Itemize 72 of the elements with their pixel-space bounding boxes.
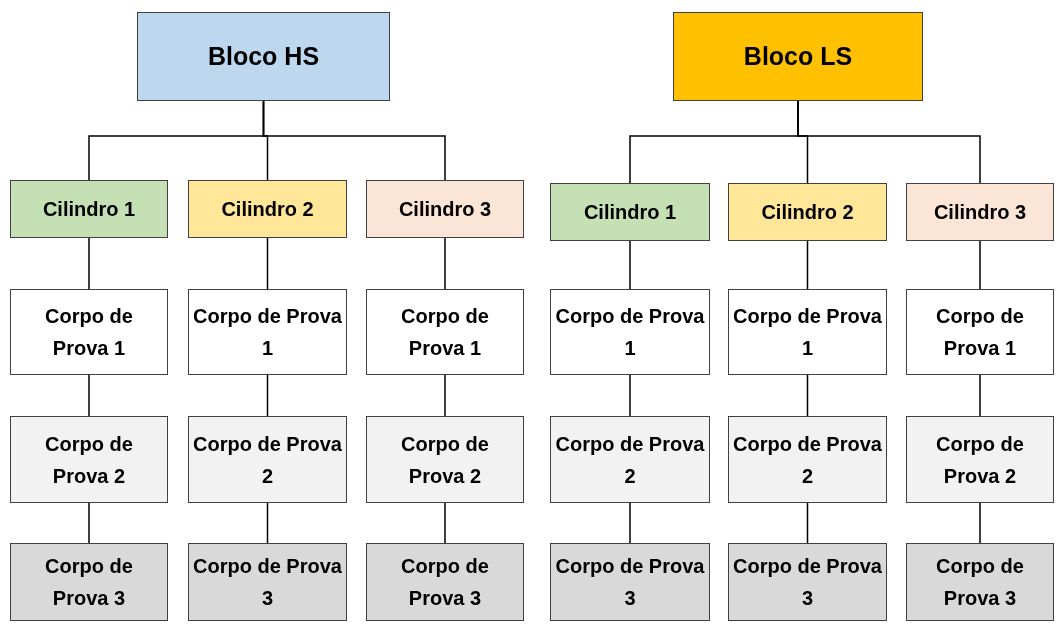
connector-line [629,502,631,544]
connector-line [444,237,446,290]
process-box [366,180,524,238]
connector-line [88,237,90,290]
node-label: Corpo de Prova 1 [732,304,883,361]
node-label: Corpo de Prova 1 [935,304,1025,361]
process-box [366,416,524,503]
process-box [550,543,710,621]
process-box [906,183,1054,241]
process-box [728,289,887,375]
connector-line [266,237,269,290]
connector-line [979,502,981,544]
connector-line [979,240,981,290]
node-label: Corpo de Prova 3 [554,554,706,611]
node-label: Corpo de Prova 3 [400,554,490,611]
process-box [188,289,347,375]
connector-line [979,374,981,417]
node-label: Cilindro 1 [41,197,137,222]
process-box [906,416,1054,503]
process-box [550,416,710,503]
process-box [906,289,1054,375]
node-label: Corpo de Prova 2 [44,431,134,489]
process-box [366,543,524,621]
process-box [188,180,347,238]
process-box [10,543,168,621]
connector-line [262,100,446,181]
connector-line [266,374,269,417]
node-label: Corpo de Prova 3 [44,554,134,611]
node-label: Corpo de Prova 2 [554,431,706,489]
process-box [550,183,710,241]
connector-line [629,374,631,417]
node-label: Cilindro 1 [582,200,678,225]
process-box [550,289,710,375]
connector-line [266,502,269,544]
connector-line [444,374,446,417]
node-label: Corpo de Prova 1 [400,304,490,361]
connector-line [797,100,981,184]
connector-line [444,502,446,544]
node-label: Cilindro 3 [932,200,1028,225]
node-label: Cilindro 2 [760,200,855,225]
connector-line [88,374,90,417]
process-box [728,416,887,503]
node-label: Corpo de Prova 1 [192,304,343,361]
node-label: Corpo de Prova 2 [935,431,1025,489]
block-box [137,12,390,101]
connector-line [629,240,631,290]
connector-line [806,240,809,290]
process-box [728,543,887,621]
node-label: Corpo de Prova 2 [400,431,490,489]
process-box [10,416,168,503]
process-box [366,289,524,375]
node-label: Corpo de Prova 1 [554,304,706,361]
node-label: Corpo de Prova 1 [44,304,134,361]
node-label: Cilindro 2 [220,197,315,222]
process-box [728,183,887,241]
connector-line [806,502,809,544]
process-box [10,289,168,375]
process-box [188,416,347,503]
node-label: Corpo de Prova 3 [935,554,1025,611]
connector-line [88,502,90,544]
connector-line [806,374,809,417]
node-label: Corpo de Prova 3 [192,554,343,611]
node-label: Bloco LS [742,40,854,72]
node-label: Corpo de Prova 2 [192,431,343,489]
node-label: Corpo de Prova 2 [732,431,883,489]
process-box [10,180,168,238]
node-label: Corpo de Prova 3 [732,554,883,611]
node-label: Bloco HS [206,40,321,72]
node-label: Cilindro 3 [397,197,493,222]
process-box [188,543,347,621]
block-box [673,12,923,101]
process-box [906,543,1054,621]
